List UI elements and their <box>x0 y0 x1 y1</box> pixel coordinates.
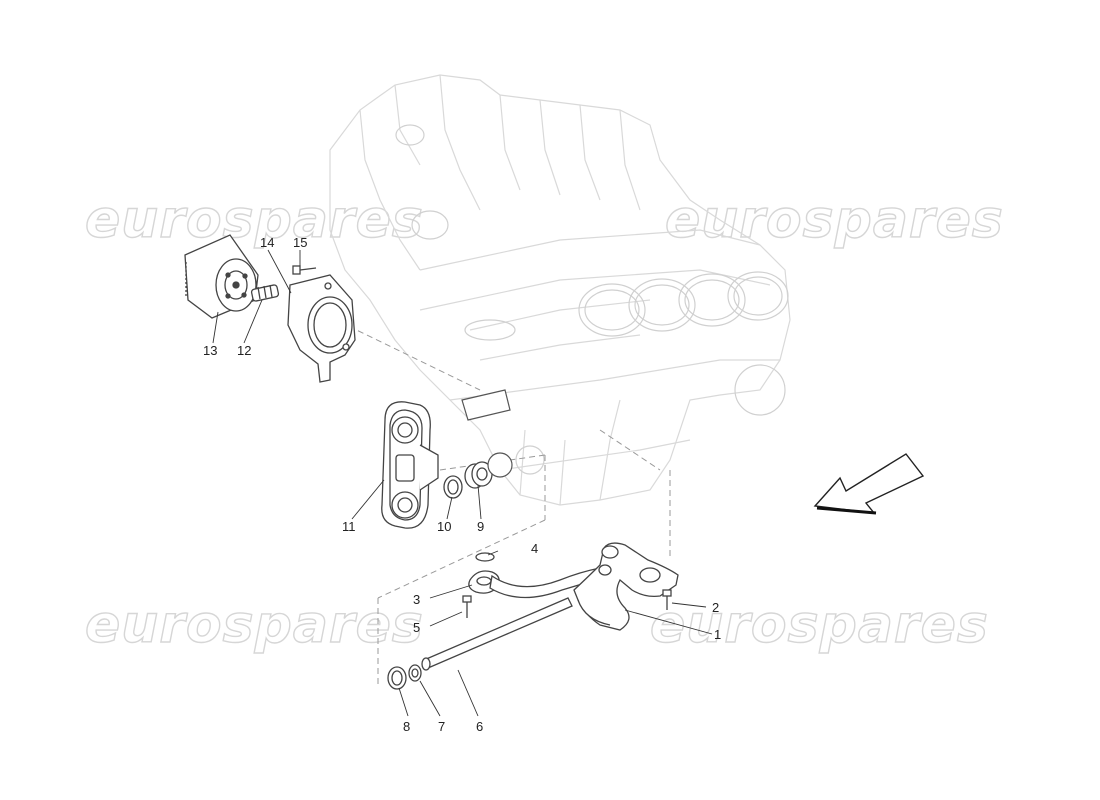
watermark-text: eurospares <box>84 594 424 655</box>
bolt-5-part <box>462 595 472 618</box>
pickup-pipe-part <box>468 567 603 599</box>
callout-8: 8 <box>403 719 410 734</box>
bolt-2-part <box>662 589 672 610</box>
seal-ring-10-part <box>443 475 463 499</box>
callout-1: 1 <box>714 627 721 642</box>
block-shaft-part <box>461 389 513 478</box>
bolt-15-part <box>292 265 317 275</box>
callout-6: 6 <box>476 719 483 734</box>
callout-11: 11 <box>342 519 356 534</box>
drive-shaft-part <box>421 597 573 671</box>
callout-5: 5 <box>413 620 420 635</box>
callout-4: 4 <box>531 541 538 556</box>
connector-nipple-part <box>250 284 280 302</box>
callout-15: 15 <box>293 235 307 250</box>
leader-lines <box>212 249 713 717</box>
callout-labels: 1 2 3 4 5 6 7 8 9 10 11 12 13 14 15 <box>203 235 721 734</box>
ring-7-part <box>408 664 422 682</box>
callout-7: 7 <box>438 719 445 734</box>
bushing-9-part <box>464 461 493 489</box>
filter-housing-part <box>287 274 356 383</box>
drive-chain-part <box>381 401 439 529</box>
direction-arrow-icon <box>813 453 925 515</box>
callout-9: 9 <box>477 519 484 534</box>
o-ring-4-part <box>475 552 495 562</box>
callout-14: 14 <box>260 235 274 250</box>
callout-3: 3 <box>413 592 420 607</box>
watermark-text: eurospares <box>649 594 989 655</box>
oil-filter-part <box>184 234 259 319</box>
engine-block-ghost <box>329 74 791 506</box>
callout-13: 13 <box>203 343 217 358</box>
cylinder-bores <box>395 124 789 475</box>
seal-8-part <box>387 666 407 690</box>
watermark-text: eurospares <box>84 189 424 250</box>
oil-pump-part <box>573 542 679 631</box>
callout-12: 12 <box>237 343 251 358</box>
callout-2: 2 <box>712 600 719 615</box>
callout-10: 10 <box>437 519 451 534</box>
